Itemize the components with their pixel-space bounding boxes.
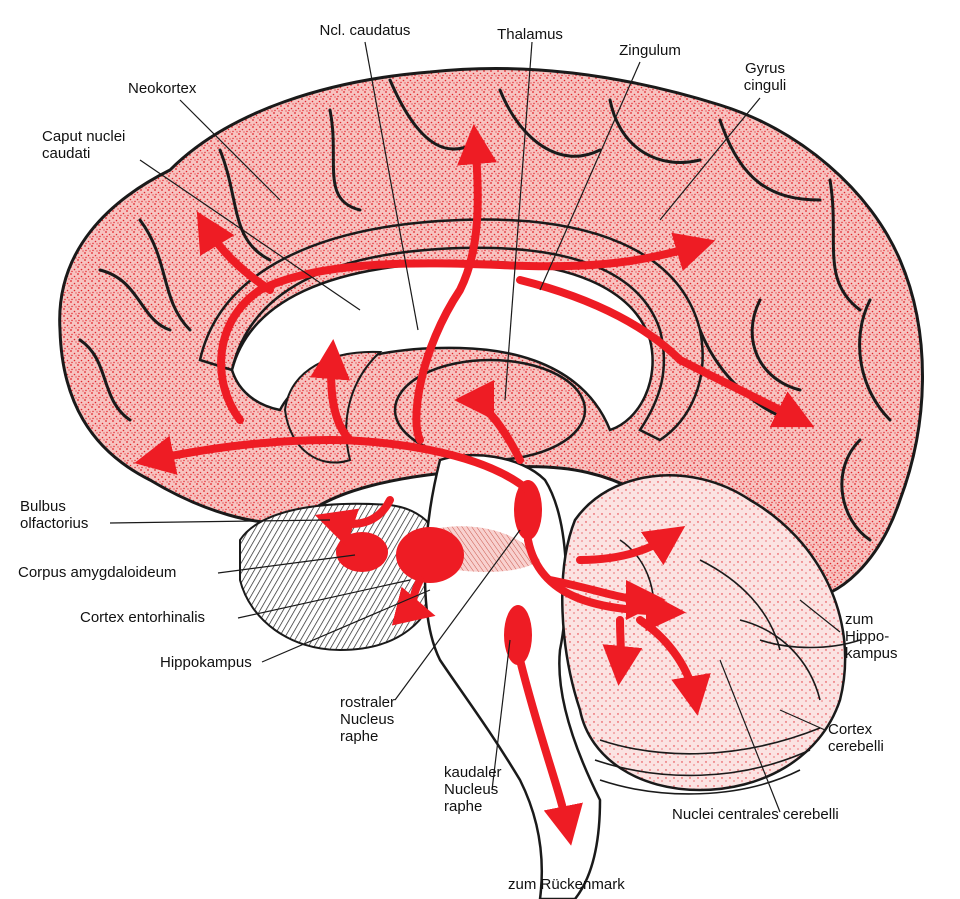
label-zum-hippokampus: zum Hippo- kampus [845,611,898,662]
label-thalamus: Thalamus [497,26,563,43]
cerebellum-folia [594,539,861,795]
label-caput-nuclei-caudati: Caput nuclei caudati [42,128,126,162]
label-nuclei-centrales-cerebelli: Nuclei centrales cerebelli [672,806,839,823]
label-kaudaler-nucleus-raphe: kaudaler Nucleus raphe [444,764,502,815]
label-cortex-cerebelli: Cortex cerebelli [828,721,884,755]
corpus-amygdaloideum-nucleus [336,532,388,572]
label-cortex-entorhinalis: Cortex entorhinalis [80,609,206,626]
label-corpus-amygdaloideum: Corpus amygdaloideum [18,564,177,581]
label-zum-rueckenmark: zum Rückenmark [508,876,625,893]
label-hippokampus: Hippokampus [160,654,252,671]
label-zingulum: Zingulum [619,42,681,59]
label-neokortex: Neokortex [128,80,197,97]
cortex-entorhinalis-nucleus [396,527,464,583]
label-bulbus-olfactorius: Bulbus olfactorius [20,498,89,532]
label-ncl-caudatus: Ncl. caudatus [319,22,411,39]
red-nuclei [336,480,542,665]
caudal-raphe-nucleus [504,605,532,665]
leader-lines [109,41,841,813]
gyri-lines [78,78,892,542]
label-gyrus-cinguli: Gyrus cinguli [743,60,787,94]
gyrus-cinguli-band [198,218,704,442]
label-rostraler-nucleus-raphe: rostraler Nucleus raphe [340,694,396,745]
rostral-raphe-nucleus [514,480,542,540]
projection-pathways [134,124,815,846]
